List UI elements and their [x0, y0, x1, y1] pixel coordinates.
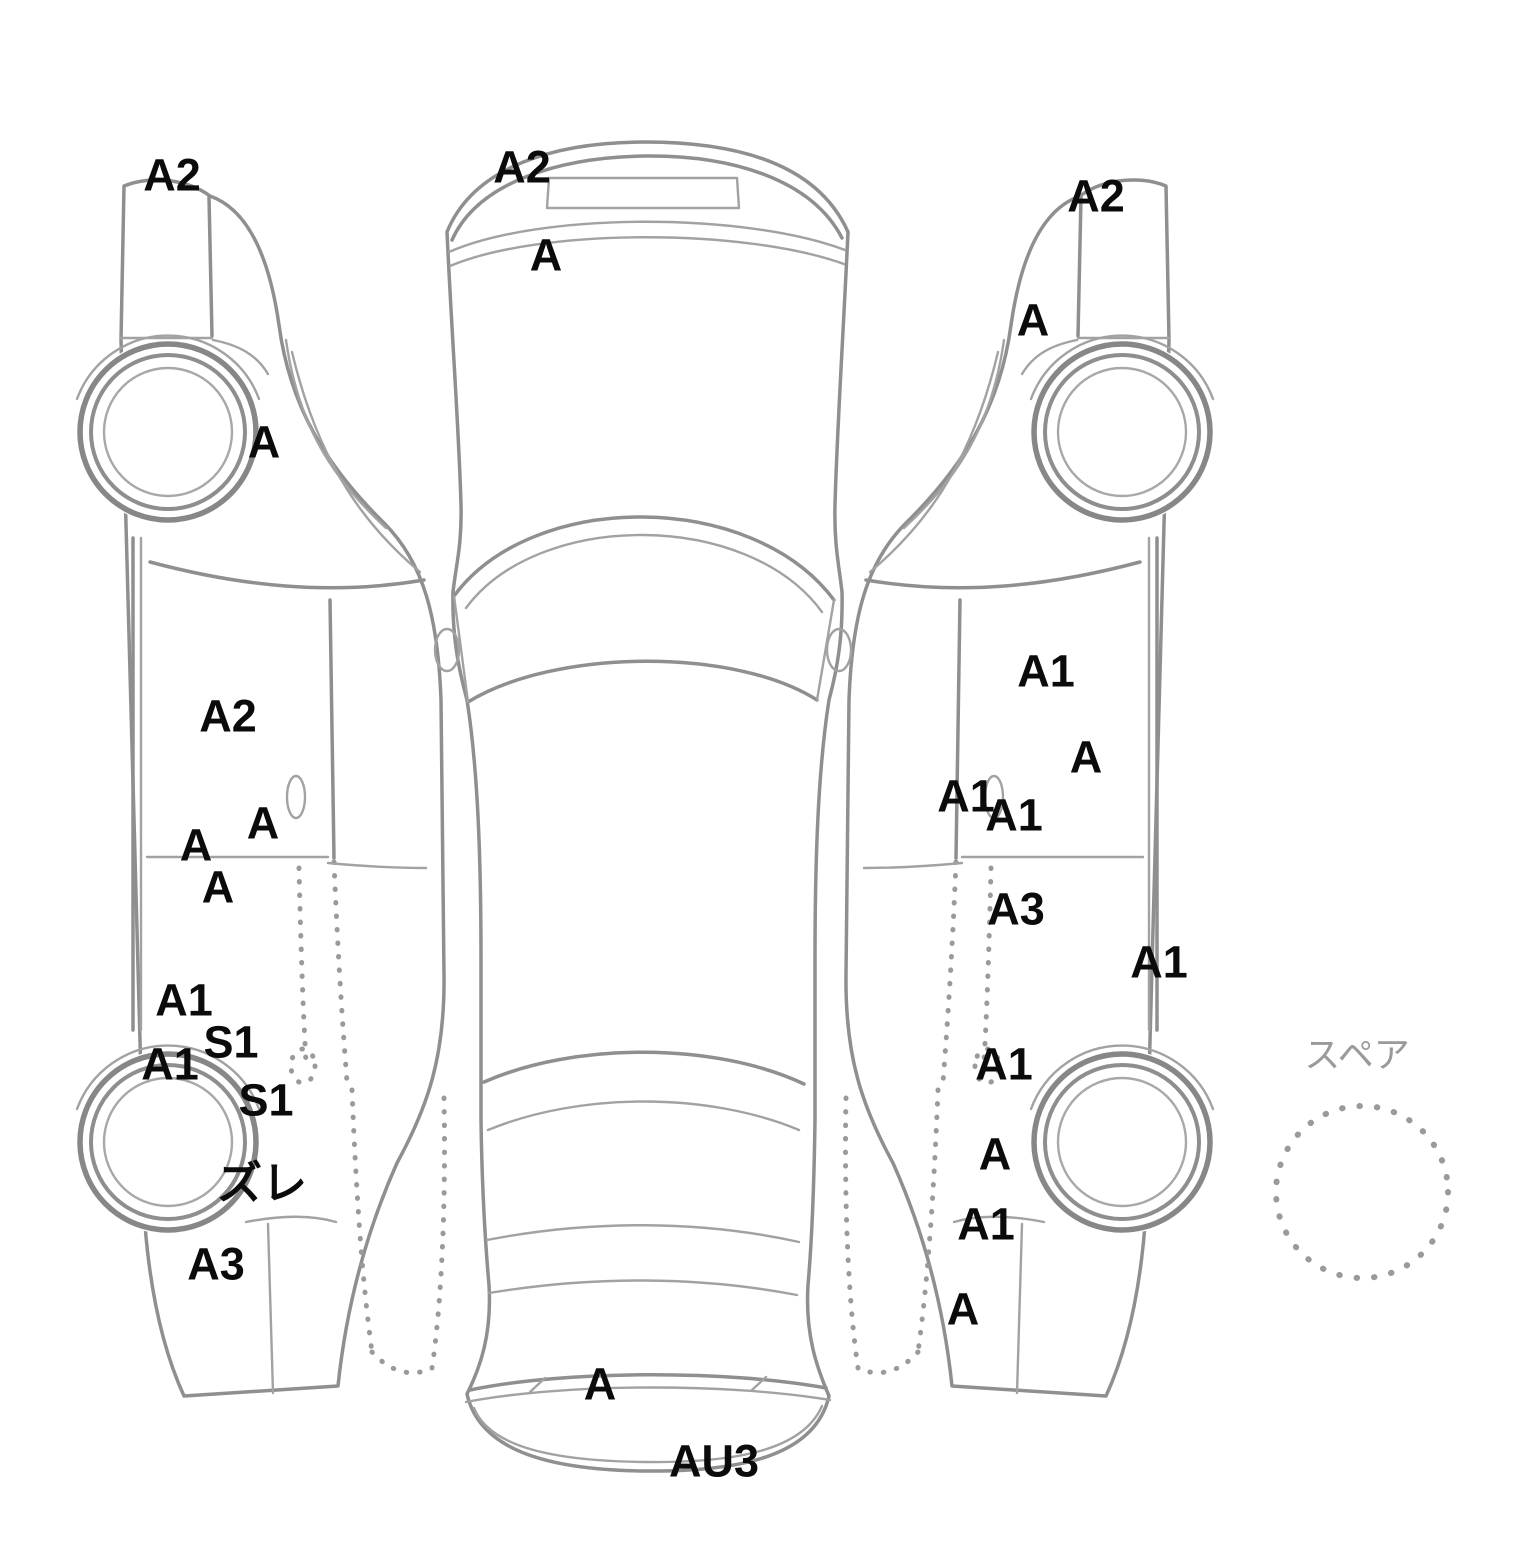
right-side-view — [846, 180, 1215, 1396]
side-view-outline — [75, 178, 447, 1398]
spare-tire-outline — [1273, 1103, 1451, 1281]
top-view-outline — [433, 140, 853, 1473]
